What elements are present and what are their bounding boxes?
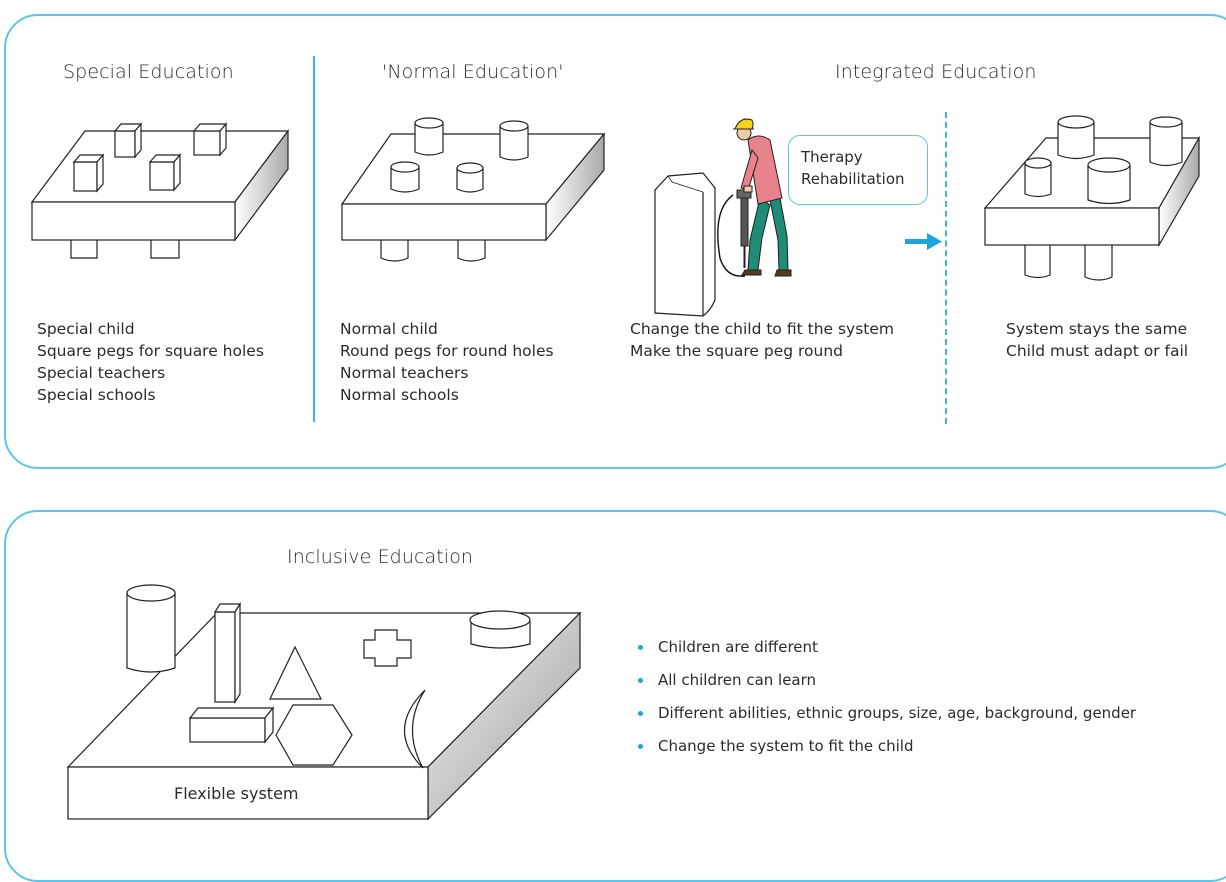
special-line: Square pegs for square holes [37, 342, 264, 360]
square-peg-block-drawing [653, 172, 717, 317]
change-line: Make the square peg round [630, 342, 843, 360]
bullet-item: Different abilities, ethnic groups, size… [638, 703, 1136, 736]
illustrations: Flexible system [30, 115, 1201, 821]
change-child-text: Change the child to fit the system Make … [630, 318, 894, 362]
change-line: Change the child to fit the system [630, 320, 895, 338]
integrated-board-drawing [983, 115, 1201, 281]
normal-line: Normal teachers [340, 364, 469, 382]
bullet-dot-icon [638, 744, 643, 749]
system-stays-text: System stays the same Child must adapt o… [1006, 318, 1188, 362]
bullet-dot-icon [638, 711, 643, 716]
bullet-dot-icon [638, 645, 643, 650]
special-text-block: Special child Square pegs for square hol… [37, 318, 264, 406]
normal-line: Round pegs for round holes [340, 342, 554, 360]
section-divider [313, 56, 315, 422]
special-education-heading: Special Education [63, 61, 234, 83]
bullet-text: Change the system to fit the child [658, 737, 914, 755]
integrated-education-heading: Integrated Education [835, 61, 1037, 83]
bullet-dot-icon [638, 678, 643, 683]
dashed-divider [945, 112, 947, 424]
system-line: System stays the same [1006, 320, 1188, 338]
bullet-item: All children can learn [638, 670, 1136, 703]
therapy-line: Therapy [801, 148, 863, 166]
bullet-item: Children are different [638, 637, 1136, 670]
inclusive-education-heading: Inclusive Education [287, 546, 474, 568]
worker-with-jackhammer-icon [717, 118, 792, 277]
therapy-callout: Therapy Rehabilitation [788, 135, 928, 205]
bullet-text: All children can learn [658, 671, 817, 689]
special-line: Special schools [37, 386, 156, 404]
bullet-text: Children are different [658, 638, 818, 656]
normal-education-heading: 'Normal Education' [382, 61, 564, 83]
special-board-drawing [30, 122, 290, 259]
bullet-item: Change the system to fit the child [638, 736, 1136, 769]
bullet-text: Different abilities, ethnic groups, size… [658, 704, 1137, 722]
inclusive-bullet-list: Children are different All children can … [638, 637, 1136, 769]
normal-line: Normal child [340, 320, 438, 338]
normal-text-block: Normal child Round pegs for round holes … [340, 318, 554, 406]
inclusive-board-drawing [66, 584, 582, 821]
flexible-system-label: Flexible system [174, 784, 299, 803]
therapy-line: Rehabilitation [801, 170, 905, 188]
arrow-icon [905, 233, 942, 250]
system-line: Child must adapt or fail [1006, 342, 1189, 360]
special-line: Special teachers [37, 364, 166, 382]
normal-line: Normal schools [340, 386, 459, 404]
normal-board-drawing [340, 117, 606, 262]
special-line: Special child [37, 320, 135, 338]
